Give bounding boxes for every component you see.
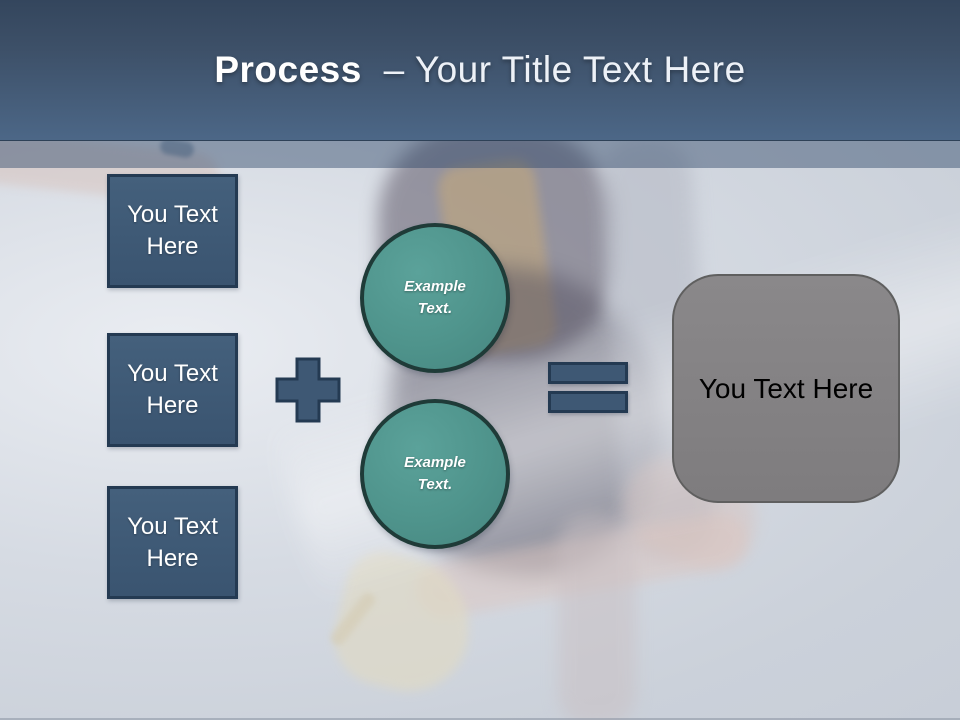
result-box-label: You Text Here <box>698 372 874 404</box>
example-circle-2: Example Text. <box>360 399 510 549</box>
process-box-1-label: You Text Here <box>127 201 218 260</box>
process-box-2-label: You Text Here <box>127 360 218 419</box>
process-box-3: You Text Here <box>107 486 238 599</box>
bottom-edge-line <box>0 718 960 720</box>
plus-icon <box>272 354 344 426</box>
example-circle-1: Example Text. <box>360 223 510 373</box>
result-box: You Text Here <box>672 274 900 503</box>
equals-bar-bottom <box>548 391 628 413</box>
title-emphasis: Process <box>214 49 362 90</box>
process-box-3-label: You Text Here <box>127 512 218 572</box>
photo-standing-leg <box>558 515 636 720</box>
equals-icon <box>548 362 628 413</box>
title-rest: – Your Title Text Here <box>383 49 746 90</box>
process-box-1: You Text Here <box>107 174 238 288</box>
header-fade-band <box>0 141 960 168</box>
slide-header: Process – Your Title Text Here <box>0 0 960 141</box>
process-box-2: You Text Here <box>107 333 238 447</box>
slide-title: Process – Your Title Text Here <box>214 49 745 91</box>
example-circle-2-label: Example Text. <box>404 454 466 493</box>
example-circle-1-label: Example Text. <box>404 278 466 317</box>
equals-bar-top <box>548 362 628 384</box>
